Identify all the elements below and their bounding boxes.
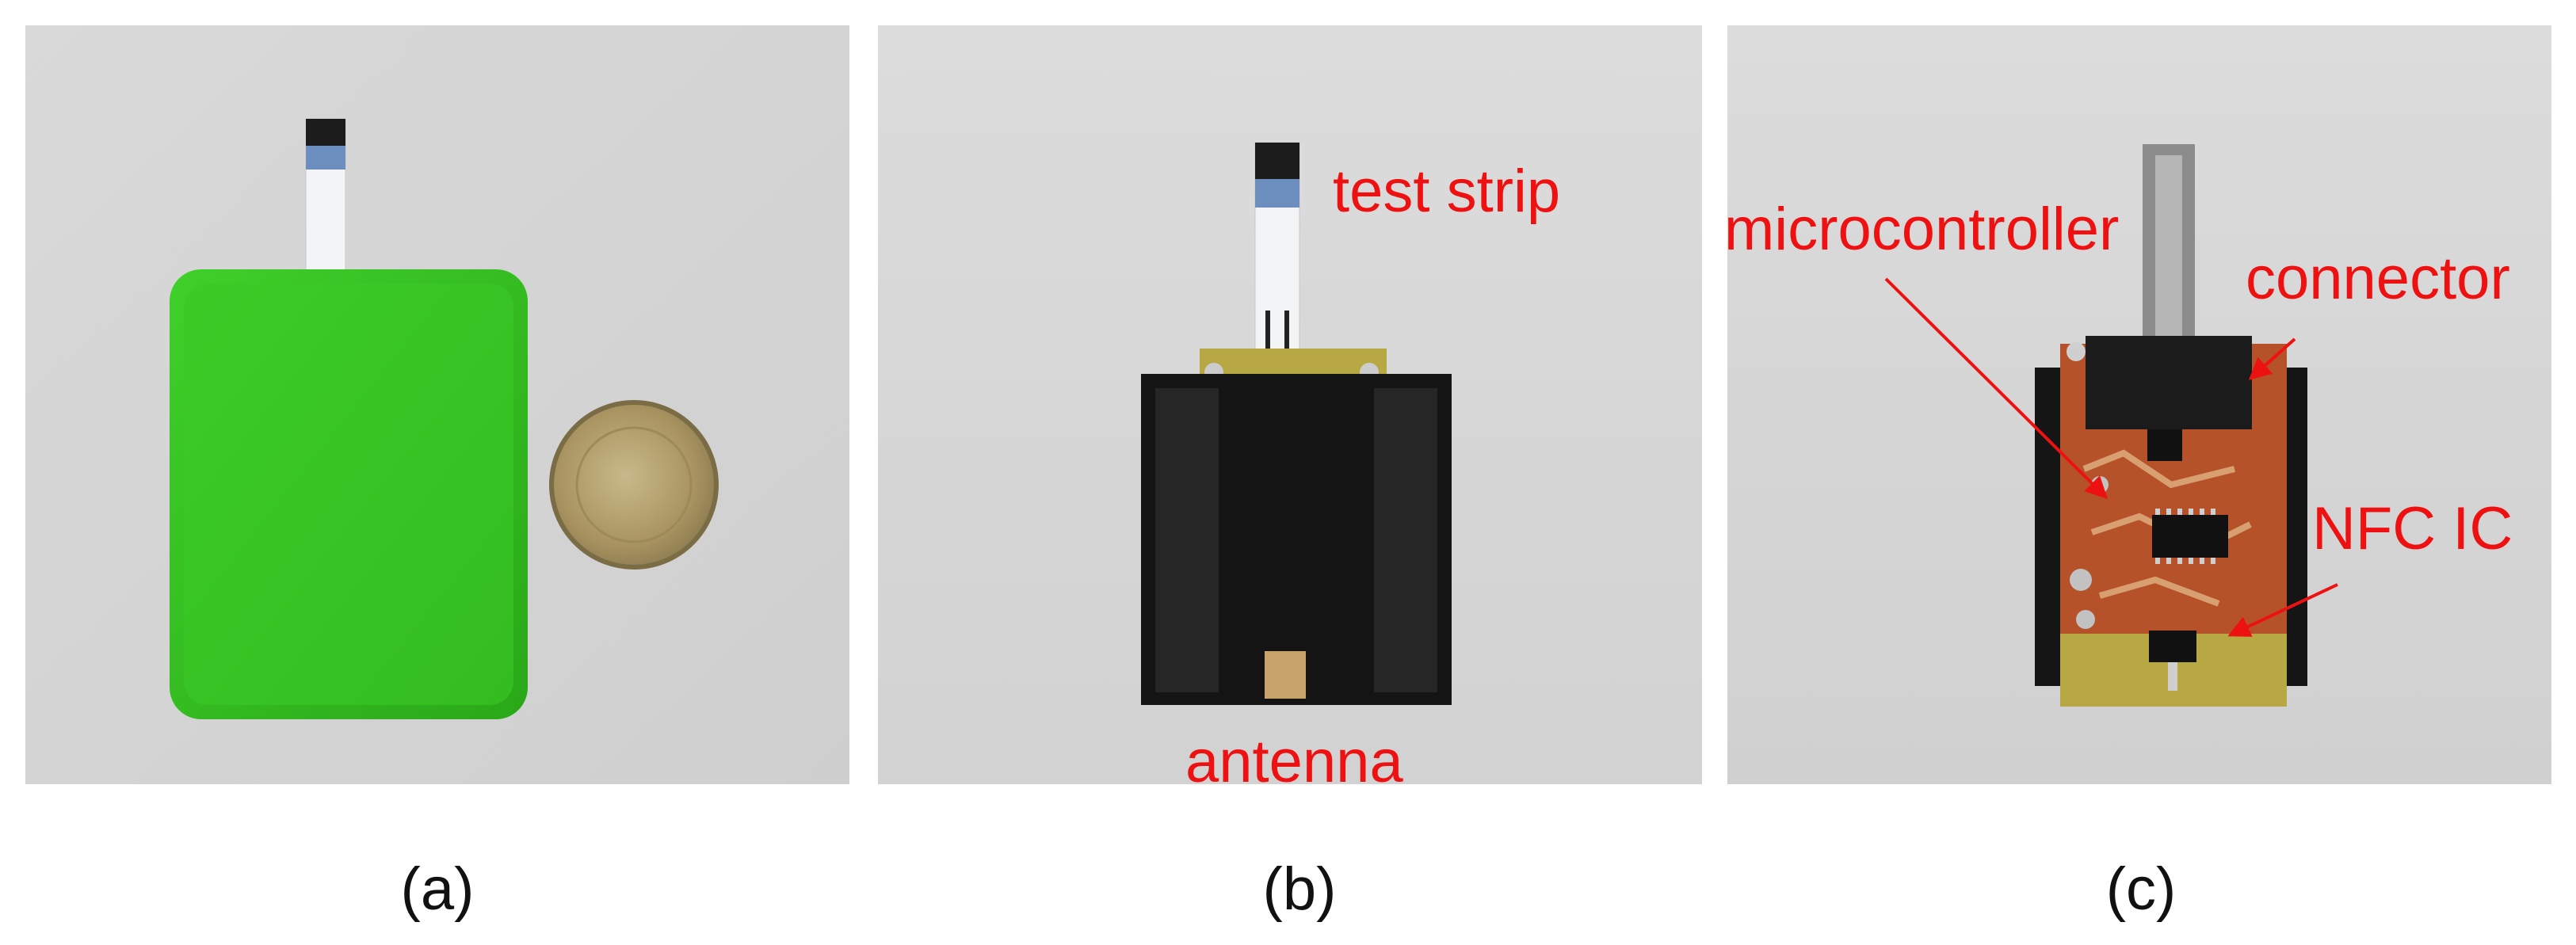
caption-a: (a) xyxy=(400,855,475,923)
caption-b: (b) xyxy=(1262,855,1337,923)
connector-label: connector xyxy=(2246,245,2510,312)
photo-panel-a xyxy=(25,25,849,784)
device-back-photo xyxy=(878,25,1702,784)
pcb-photo xyxy=(1727,25,2551,784)
photo-panel-c: microcontroller connector NFC IC xyxy=(1727,25,2551,784)
test-strip-label: test strip xyxy=(1333,158,1561,225)
microcontroller-label: microcontroller xyxy=(1727,196,2120,263)
device-enclosure-photo xyxy=(25,25,849,784)
nfc-ic-label: NFC IC xyxy=(2312,495,2513,562)
caption-c: (c) xyxy=(2105,855,2177,923)
photo-panel-b: test strip antenna xyxy=(878,25,1702,784)
antenna-label: antenna xyxy=(1185,728,1403,785)
